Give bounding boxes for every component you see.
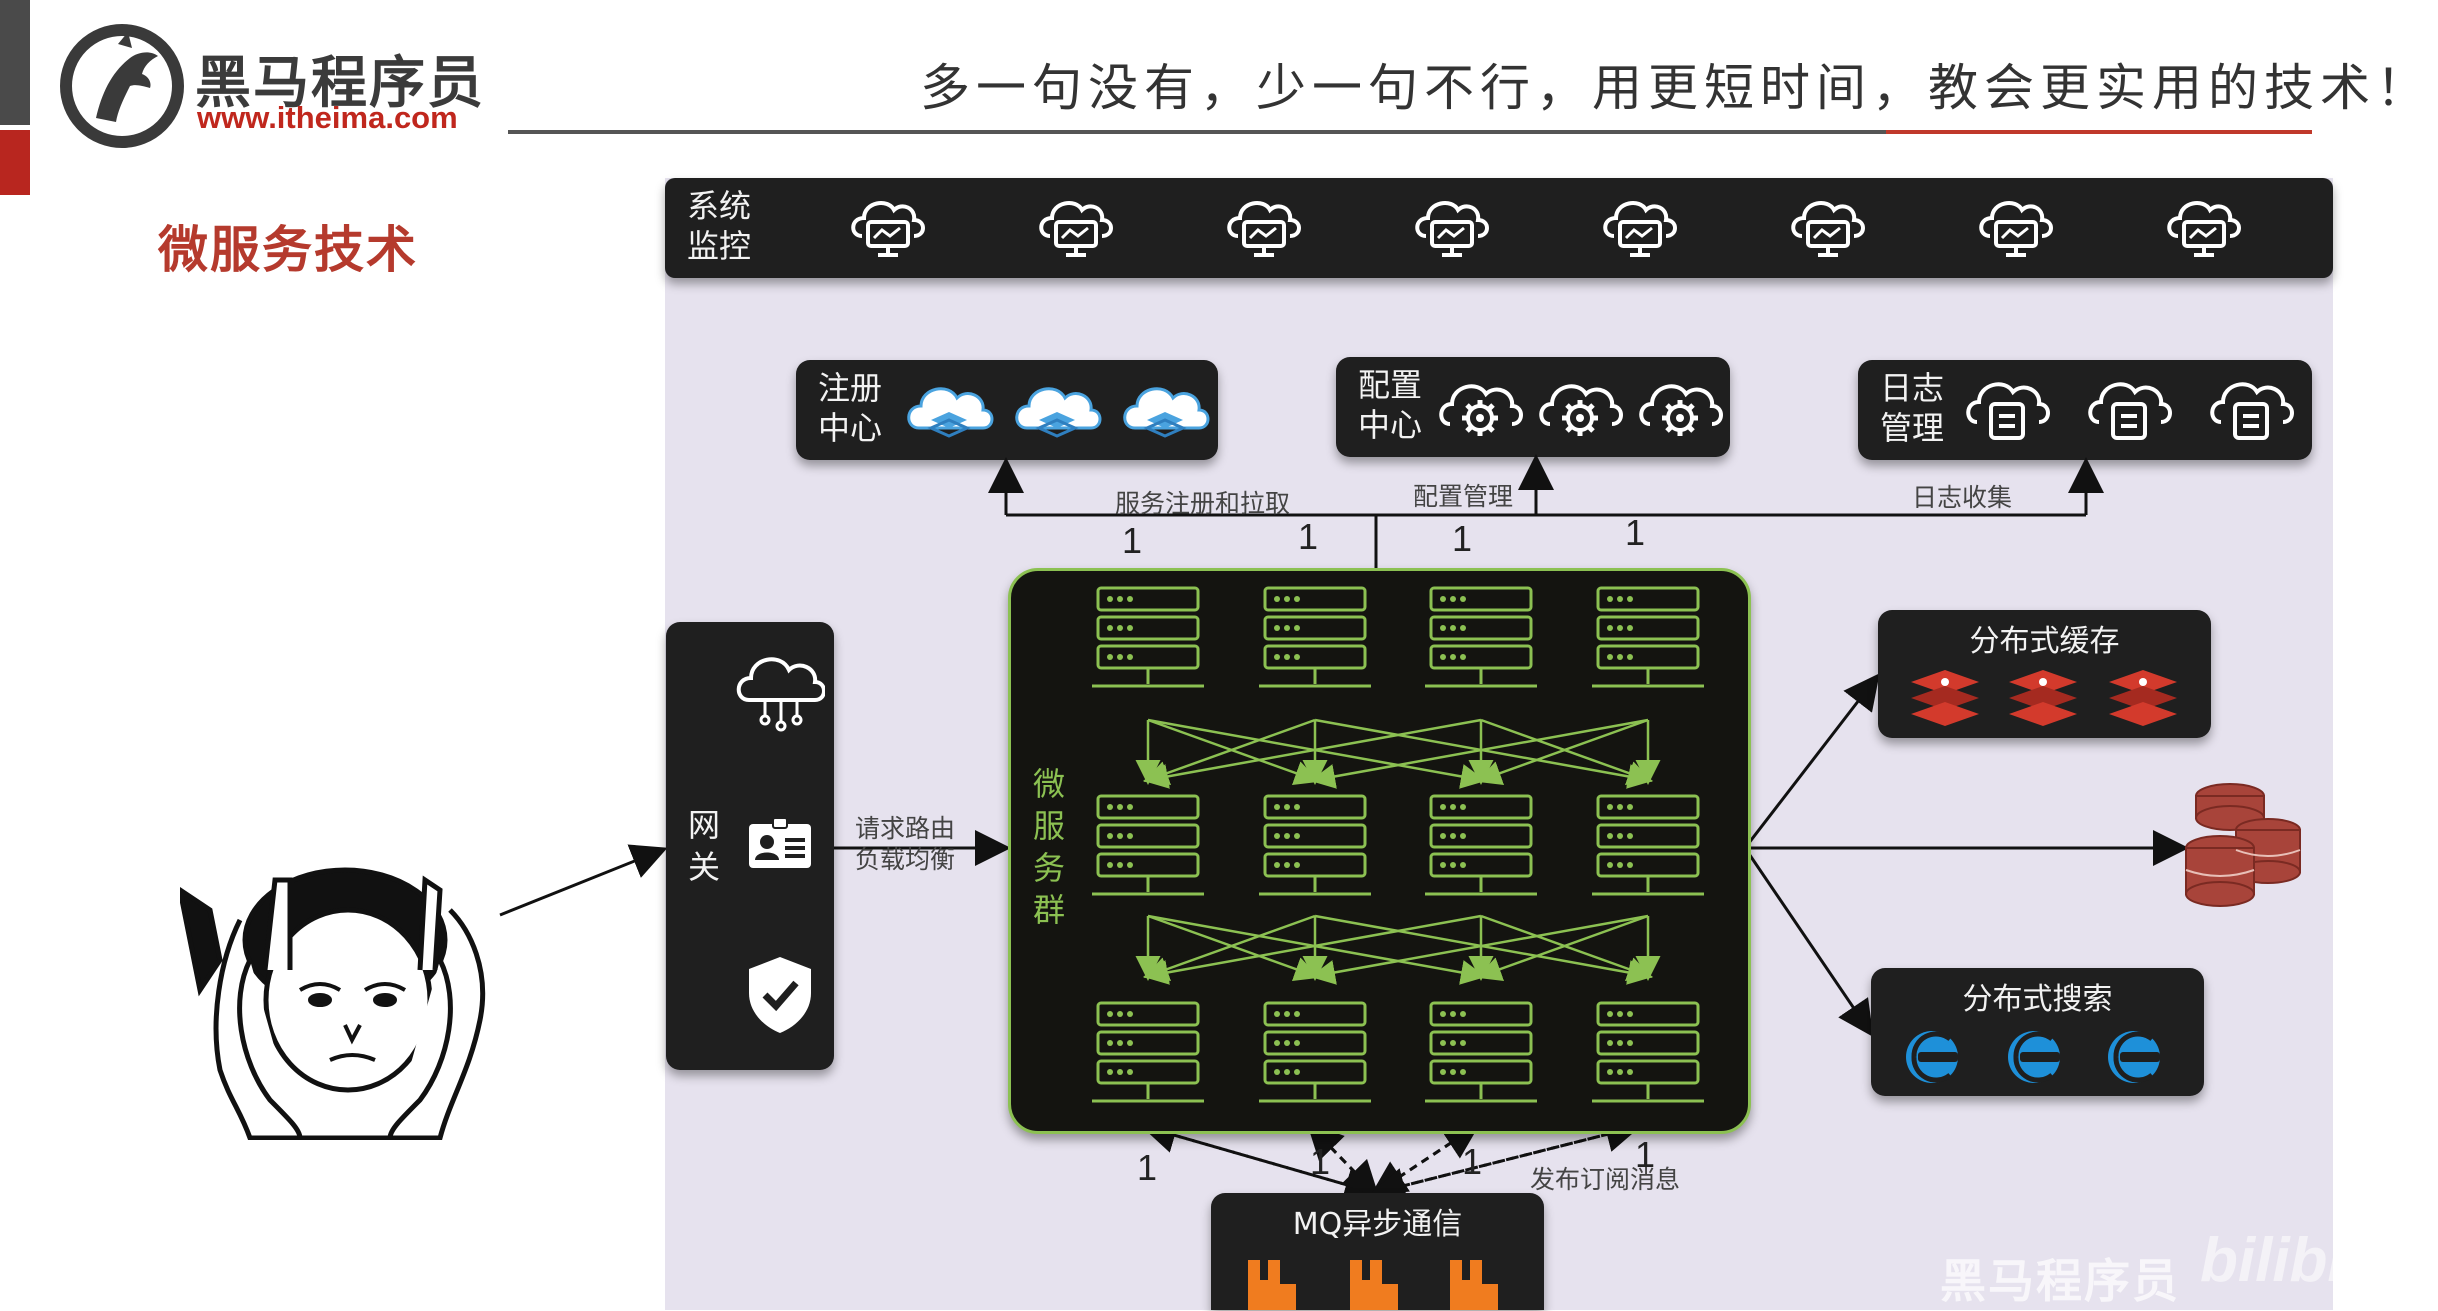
- edge-label-registry: 服务注册和拉取: [1115, 489, 1291, 518]
- id-card-icon: [749, 818, 811, 868]
- shield-check-icon: [749, 957, 811, 1033]
- server-icon: [1590, 586, 1706, 688]
- monitoring-bar: 系统 监控: [665, 178, 2333, 278]
- multiplicity-label: 1: [1625, 512, 1646, 553]
- slogan: 多一句没有，少一句不行，用更短时间，教会更实用的技术！: [920, 59, 2432, 117]
- redis-icon: [2009, 670, 2077, 726]
- server-icon: [1257, 586, 1373, 688]
- multiplicity-label: 1: [1452, 518, 1473, 559]
- watermark-site: bilibili: [2200, 1226, 2380, 1295]
- section-title: 微服务技术: [158, 221, 418, 279]
- redis-icon: [2109, 670, 2177, 726]
- edge-label-log: 日志收集: [1912, 483, 2013, 512]
- microservice-cluster-box: 微 服 务 群: [1008, 568, 1751, 1134]
- left-accent-bar: [0, 0, 30, 125]
- rabbitmq-icon: [1350, 1260, 1398, 1310]
- meme-face-illustration: [180, 867, 486, 1140]
- rabbitmq-icons: [1248, 1260, 1498, 1310]
- elasticsearch-icon: [1906, 1031, 1958, 1083]
- elasticsearch-icon: [2008, 1031, 2060, 1083]
- header-divider-accent: [1886, 130, 2312, 134]
- cache-label: 分布式缓存: [1969, 624, 2120, 659]
- redis-icons: [1911, 670, 2177, 726]
- mq-label: MQ异步通信: [1292, 1207, 1463, 1242]
- rabbitmq-icon: [1248, 1260, 1296, 1310]
- brand-url: www.itheima.com: [197, 100, 458, 135]
- database-icon: [2185, 783, 2301, 907]
- redis-icon: [1911, 670, 1979, 726]
- server-icon: [1257, 794, 1373, 896]
- left-accent-bar-red: [0, 130, 30, 195]
- search-label: 分布式搜索: [1962, 982, 2113, 1017]
- multiplicity-label: 1: [1298, 516, 1319, 557]
- edge-label-gateway: 请求路由 负载均衡: [855, 814, 956, 874]
- server-grid: [1090, 586, 1706, 1103]
- server-icon: [1090, 1001, 1206, 1103]
- server-icon: [1423, 586, 1539, 688]
- multiplicity-label: 1: [1462, 1141, 1483, 1182]
- header-divider: [508, 130, 1886, 134]
- registry-label: 注册 中心: [818, 369, 883, 447]
- server-icon: [1590, 794, 1706, 896]
- multiplicity-label: 1: [1310, 1141, 1331, 1182]
- config-label: 配置 中心: [1358, 366, 1423, 444]
- edge-label-mq: 发布订阅消息: [1530, 1165, 1681, 1194]
- server-icon: [1090, 586, 1206, 688]
- cloud-network-icon: [736, 657, 825, 732]
- multiplicity-label: 1: [1122, 520, 1143, 561]
- config-center-box: 配置 中心: [1336, 357, 1730, 457]
- elasticsearch-icons: [1900, 1027, 2190, 1089]
- server-icon: [1257, 1001, 1373, 1103]
- logo-horse-icon: [60, 24, 184, 148]
- log-label: 日志 管理: [1880, 369, 1945, 447]
- rabbitmq-icon: [1450, 1260, 1498, 1310]
- gateway-label: 网 关: [688, 806, 721, 886]
- multiplicity-label: 1: [1137, 1147, 1158, 1188]
- cluster-label: 微 服 务 群: [1033, 765, 1066, 929]
- server-icon: [1423, 1001, 1539, 1103]
- watermark-brand: 黑马程序员: [1940, 1254, 2180, 1308]
- edge-label-config: 配置管理: [1413, 482, 1514, 511]
- brand-name: 黑马程序员: [195, 51, 485, 116]
- monitoring-label: 系统 监控: [687, 187, 752, 265]
- server-icon: [1423, 794, 1539, 896]
- elasticsearch-icon: [2108, 1031, 2160, 1083]
- multiplicity-label: 1: [1635, 1134, 1656, 1175]
- server-icon: [1090, 794, 1206, 896]
- server-icon: [1590, 1001, 1706, 1103]
